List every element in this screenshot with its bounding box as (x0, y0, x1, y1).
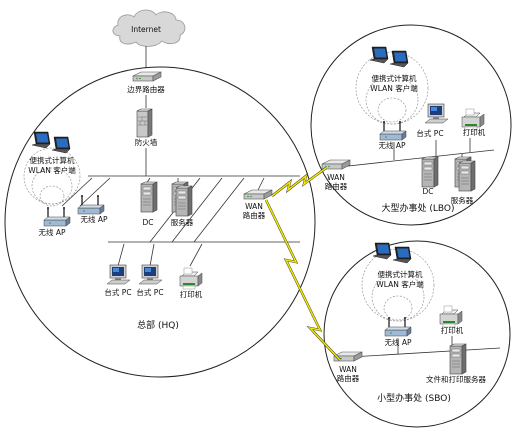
hq-dc-label: DC (142, 218, 153, 227)
lbo-laptop-label-1: 便携式计算机 (372, 73, 417, 83)
hq-border-router-label: 边界路由器 (127, 84, 165, 94)
hq-firewall-label: 防火墙 (135, 137, 158, 147)
hq-wan-router-label-2: 路由器 (243, 210, 266, 220)
hq-laptop-label-1: 便携式计算机 (30, 155, 75, 165)
lbo-dc-label: DC (422, 187, 433, 196)
sbo-wan-router-label-2: 路由器 (337, 373, 360, 383)
lbo-wan-router-label-1: WAN (327, 173, 345, 182)
hq-ap-right-label: 无线 AP (80, 214, 108, 224)
sbo-boundary (323, 240, 511, 428)
lbo-title: 大型办事处 (LBO) (382, 202, 455, 214)
wan-link-hq-lbo (271, 167, 327, 197)
dc-server-icon (140, 181, 158, 213)
internet-cloud: Internet (112, 9, 186, 47)
lbo-server-label: 服务器 (451, 195, 474, 205)
sbo-title: 小型办事处 (SBO) (377, 392, 451, 404)
sbo-file-print-server-label: 文件和打印服务器 (426, 374, 486, 384)
hq-ap-left-label: 无线 AP (38, 227, 66, 237)
lbo-ap-label: 无线 AP (378, 140, 406, 150)
internet-label: Internet (131, 25, 161, 34)
server-icon (175, 185, 193, 217)
firewall-icon (136, 108, 153, 138)
hq-boundary (4, 66, 316, 378)
lbo-wan-router-label-2: 路由器 (325, 181, 348, 191)
hq-desktop-1-label: 台式 PC (104, 287, 131, 297)
wan-link-hq-sbo (264, 199, 341, 361)
server-icon (458, 160, 476, 192)
sbo-laptop-label-1: 便携式计算机 (378, 269, 423, 279)
sbo-printer-label: 打印机 (441, 325, 464, 335)
file-print-server-icon (449, 343, 467, 375)
hq-title: 总部 (HQ) (137, 319, 179, 331)
hq-server-label: 服务器 (171, 217, 194, 227)
hq-laptop-label-2: WLAN 客户端 (28, 165, 76, 175)
hq-desktop-2-label: 台式 PC (136, 287, 163, 297)
hq-wan-router-label-1: WAN (245, 202, 263, 211)
lbo-laptop-label-2: WLAN 客户端 (370, 83, 418, 93)
sbo-wan-router-label-1: WAN (339, 365, 357, 374)
sbo-laptop-label-2: WLAN 客户端 (376, 279, 424, 289)
dc-server-icon (421, 156, 439, 188)
lbo-printer-label: 打印机 (463, 127, 486, 137)
hq-printer-label: 打印机 (180, 289, 203, 299)
lbo-desktop-label: 台式 PC (416, 128, 443, 138)
